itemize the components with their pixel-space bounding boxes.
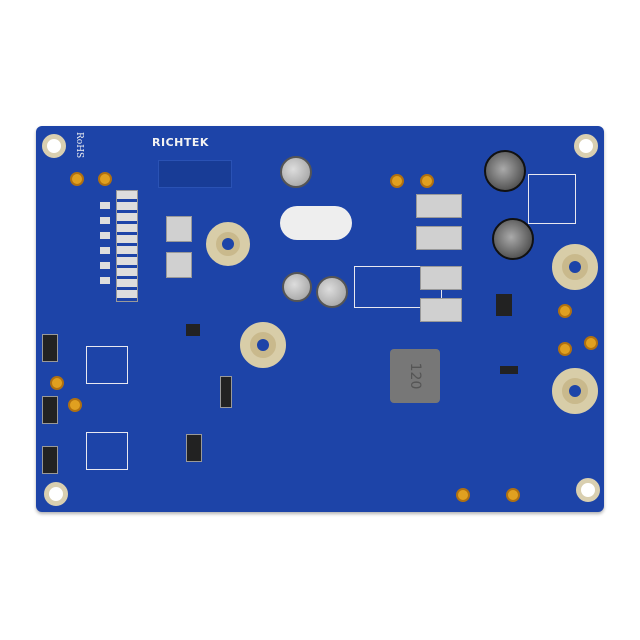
terminal xyxy=(240,322,286,368)
header xyxy=(186,434,202,462)
label-area xyxy=(158,160,232,188)
header xyxy=(220,376,232,408)
pcb-board: RICHTEK RoHS 120 xyxy=(36,126,604,512)
mosfet xyxy=(416,226,462,250)
test-pin xyxy=(50,376,64,390)
mosfet xyxy=(420,266,462,290)
mount-hole xyxy=(576,478,600,502)
test-pin xyxy=(420,174,434,188)
header xyxy=(42,446,58,474)
mosfet xyxy=(416,194,462,218)
mount-hole xyxy=(44,482,68,506)
brand-logo: RICHTEK xyxy=(152,136,209,149)
capacitor xyxy=(316,276,348,308)
electrolytic-capacitor xyxy=(492,218,534,260)
connector xyxy=(500,366,518,374)
test-pin xyxy=(558,342,572,356)
electrolytic-capacitor xyxy=(484,150,526,192)
test-pin xyxy=(390,174,404,188)
rohs-mark: RoHS xyxy=(74,132,84,159)
capacitor xyxy=(282,272,312,302)
ic-footprint xyxy=(86,346,128,384)
header xyxy=(42,396,58,424)
pad-array xyxy=(100,202,110,292)
test-pin xyxy=(98,172,112,186)
silkscreen-outline xyxy=(528,174,576,224)
terminal xyxy=(552,244,598,290)
test-pin xyxy=(70,172,84,186)
terminal xyxy=(552,368,598,414)
test-pin xyxy=(558,304,572,318)
test-pin xyxy=(584,336,598,350)
test-pin xyxy=(456,488,470,502)
diode-pad xyxy=(166,216,192,242)
test-pin xyxy=(506,488,520,502)
ic-chip xyxy=(186,324,200,336)
capacitor xyxy=(280,156,312,188)
diode-pad xyxy=(166,252,192,278)
inductor: 120 xyxy=(390,349,440,403)
header xyxy=(42,334,58,362)
terminal xyxy=(206,222,250,266)
mosfet xyxy=(420,298,462,322)
test-pin xyxy=(68,398,82,412)
capacitor-footprint xyxy=(280,206,352,240)
mount-hole xyxy=(574,134,598,158)
ic-footprint xyxy=(86,432,128,470)
ic-chip xyxy=(496,294,512,316)
pad-array xyxy=(116,190,138,302)
mount-hole xyxy=(42,134,66,158)
